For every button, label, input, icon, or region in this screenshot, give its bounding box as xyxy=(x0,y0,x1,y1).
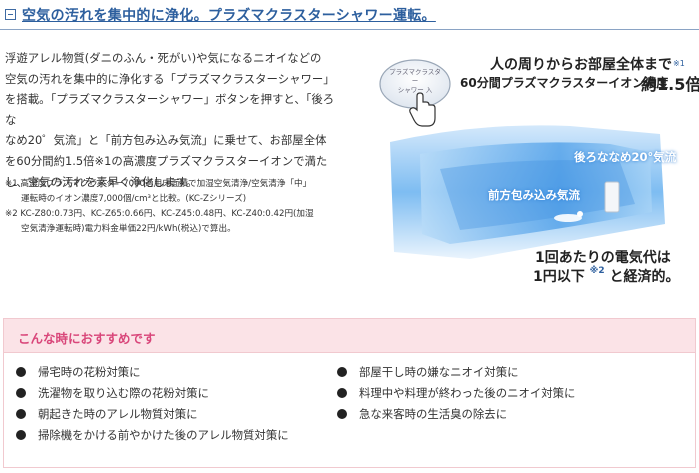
recommendation-list-right: 部屋干し時の嫌なニオイ対策に 料理中や料理が終わった後のニオイ対策に 急な来客時… xyxy=(337,361,575,424)
airflow-graphic xyxy=(379,59,665,259)
list-item-text: 朝起きた時のアレル物質対策に xyxy=(38,406,198,421)
description-line: し、空気の汚れを素早く浄化します。 xyxy=(5,174,198,189)
electric-cost-value: 1円以下 xyxy=(533,269,585,285)
list-item: 洗濯物を取り込む際の花粉対策に xyxy=(16,382,289,403)
note-mark-2: ※2 xyxy=(589,266,605,276)
list-item-text: 部屋干し時の嫌なニオイ対策に xyxy=(359,364,519,379)
list-item-text: 掃除機をかける前やかけた後のアレル物質対策に xyxy=(38,427,289,442)
bullet-icon xyxy=(16,387,26,398)
bullet-icon xyxy=(16,429,26,440)
bullet-icon xyxy=(337,408,347,419)
recommendation-list-left: 帰宅時の花粉対策に 洗濯物を取り込む際の花粉対策に 朝起きた時のアレル物質対策に… xyxy=(16,361,289,445)
concentration-callout-2: 60分間プラズマクラスターイオン濃度 xyxy=(460,76,669,90)
recommendation-title: こんな時におすすめです xyxy=(18,331,156,346)
section-header: 空気の汚れを集中的に浄化。プラズマクラスターシャワー運転。 xyxy=(0,0,699,30)
list-item: 急な来客時の生活臭の除去に xyxy=(337,403,575,424)
description-line: 空気の汚れを集中的に浄化する「プラズマクラスターシャワー」 xyxy=(5,71,335,86)
description-text: 浮遊アレル物質(ダニのふん・死がい)や気になるニオイなどの 空気の汚れを集中的に… xyxy=(5,48,340,192)
button-label-line: シャワー 入 xyxy=(397,86,433,94)
electric-cost-line2: 1円以下 ※2 と経済的。 xyxy=(533,266,680,286)
section-title: 空気の汚れを集中的に浄化。プラズマクラスターシャワー運転。 xyxy=(22,8,436,24)
button-label-line: プラズマクラスター xyxy=(389,68,441,85)
list-item-text: 帰宅時の花粉対策に xyxy=(38,364,141,379)
list-item: 部屋干し時の嫌なニオイ対策に xyxy=(337,361,575,382)
airflow-illustration: プラズマクラスター シャワー 入 人の周りからお部屋全体まで 60分間プラズマク… xyxy=(360,34,699,304)
footnote-2-cont: 空気清浄運転時)電力料金単価22円/kWh(税込)で算出。 xyxy=(21,224,236,234)
list-item: 料理中や料理が終わった後のニオイ対策に xyxy=(337,382,575,403)
description-line: を60分間約1.5倍※1の高濃度プラズマクラスターイオンで満た xyxy=(5,153,328,168)
list-item-text: 急な来客時の生活臭の除去に xyxy=(359,406,508,421)
recommendation-box: こんな時におすすめです 帰宅時の花粉対策に 洗濯物を取り込む際の花粉対策に 朝起… xyxy=(3,318,696,468)
bullet-icon xyxy=(337,366,347,377)
bullet-icon xyxy=(16,366,26,377)
label-front-airflow: 前方包み込み気流 xyxy=(488,188,580,202)
collapse-toggle-icon[interactable] xyxy=(5,9,16,20)
list-item: 掃除機をかける前やかけた後のアレル物質対策に xyxy=(16,424,289,445)
electric-cost-line1: 1回あたりの電気代は xyxy=(535,250,671,266)
footnote-1: ※1 高濃度プラズマクラスター7000適用床面積で加湿空気清浄/空気清浄「中」 xyxy=(5,179,312,189)
description-line: を搭載。「プラズマクラスターシャワー」ボタンを押すと、「後ろな xyxy=(5,92,335,127)
electric-cost-suffix: と経済的。 xyxy=(609,269,680,285)
concentration-value: 約1.5倍 xyxy=(641,75,699,94)
recommendation-header: こんな時におすすめです xyxy=(4,319,695,353)
footnotes: ※1 高濃度プラズマクラスター7000適用床面積で加湿空気清浄/空気清浄「中」 … xyxy=(5,177,340,237)
list-item-text: 料理中や料理が終わった後のニオイ対策に xyxy=(359,385,576,400)
list-item: 帰宅時の花粉対策に xyxy=(16,361,289,382)
footnote-1-cont: 運転時のイオン濃度7,000個/cm³と比較。(KC-Zシリーズ) xyxy=(21,194,247,204)
list-item-text: 洗濯物を取り込む際の花粉対策に xyxy=(38,385,209,400)
bullet-icon xyxy=(16,408,26,419)
note-mark-1: ※1 xyxy=(673,59,685,68)
description-line: なめ20゜気流」と「前方包み込み気流」に乗せて、お部屋全体 xyxy=(5,133,327,148)
label-back-airflow: 後ろななめ20°気流 xyxy=(574,150,677,164)
footnote-2: ※2 KC-Z80:0.73円、KC-Z65:0.66円、KC-Z45:0.48… xyxy=(5,209,314,219)
bullet-icon xyxy=(337,387,347,398)
concentration-callout: 人の周りからお部屋全体まで xyxy=(490,57,672,73)
description-line: 浮遊アレル物質(ダニのふん・死がい)や気になるニオイなどの xyxy=(5,51,322,65)
shower-button-label: プラズマクラスター シャワー 入 xyxy=(387,68,443,95)
list-item: 朝起きた時のアレル物質対策に xyxy=(16,403,289,424)
